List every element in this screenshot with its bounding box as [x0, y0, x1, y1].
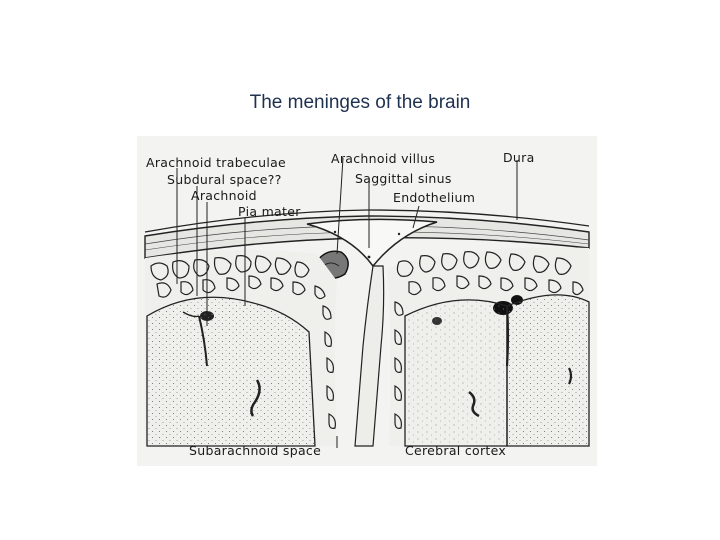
meninges-diagram: Arachnoid trabeculae Subdural space?? Ar…	[137, 136, 597, 466]
cortex-gyrus-right-2	[506, 294, 590, 447]
slide-title: The meninges of the brain	[249, 92, 471, 113]
trabecular-network-right	[394, 251, 584, 429]
label-cerebral-cortex: Cerebral cortex	[405, 443, 507, 458]
trabecular-network-left	[150, 255, 336, 429]
label-endothelium: Endothelium	[393, 190, 476, 205]
label-dura: Dura	[503, 150, 535, 165]
label-arachnoid-trabeculae: Arachnoid trabeculae	[146, 155, 287, 170]
meninges-illustration	[137, 136, 597, 466]
label-pia-mater: Pia mater	[238, 204, 301, 219]
label-saggittal-sinus: Saggittal sinus	[355, 171, 452, 186]
leader-lines	[176, 157, 518, 448]
label-subdural-space: Subdural space??	[167, 172, 282, 187]
sulcus-left	[198, 315, 208, 367]
sagittal-sinus	[306, 218, 438, 268]
cortex-gyrus-left	[146, 296, 316, 447]
label-subarachnoid-space: Subarachnoid space	[189, 443, 322, 458]
label-arachnoid-villus: Arachnoid villus	[331, 151, 436, 166]
label-arachnoid: Arachnoid	[191, 188, 257, 203]
falx	[354, 265, 385, 447]
sulcus-right	[505, 305, 510, 367]
cortex-gyrus-right	[404, 299, 508, 447]
